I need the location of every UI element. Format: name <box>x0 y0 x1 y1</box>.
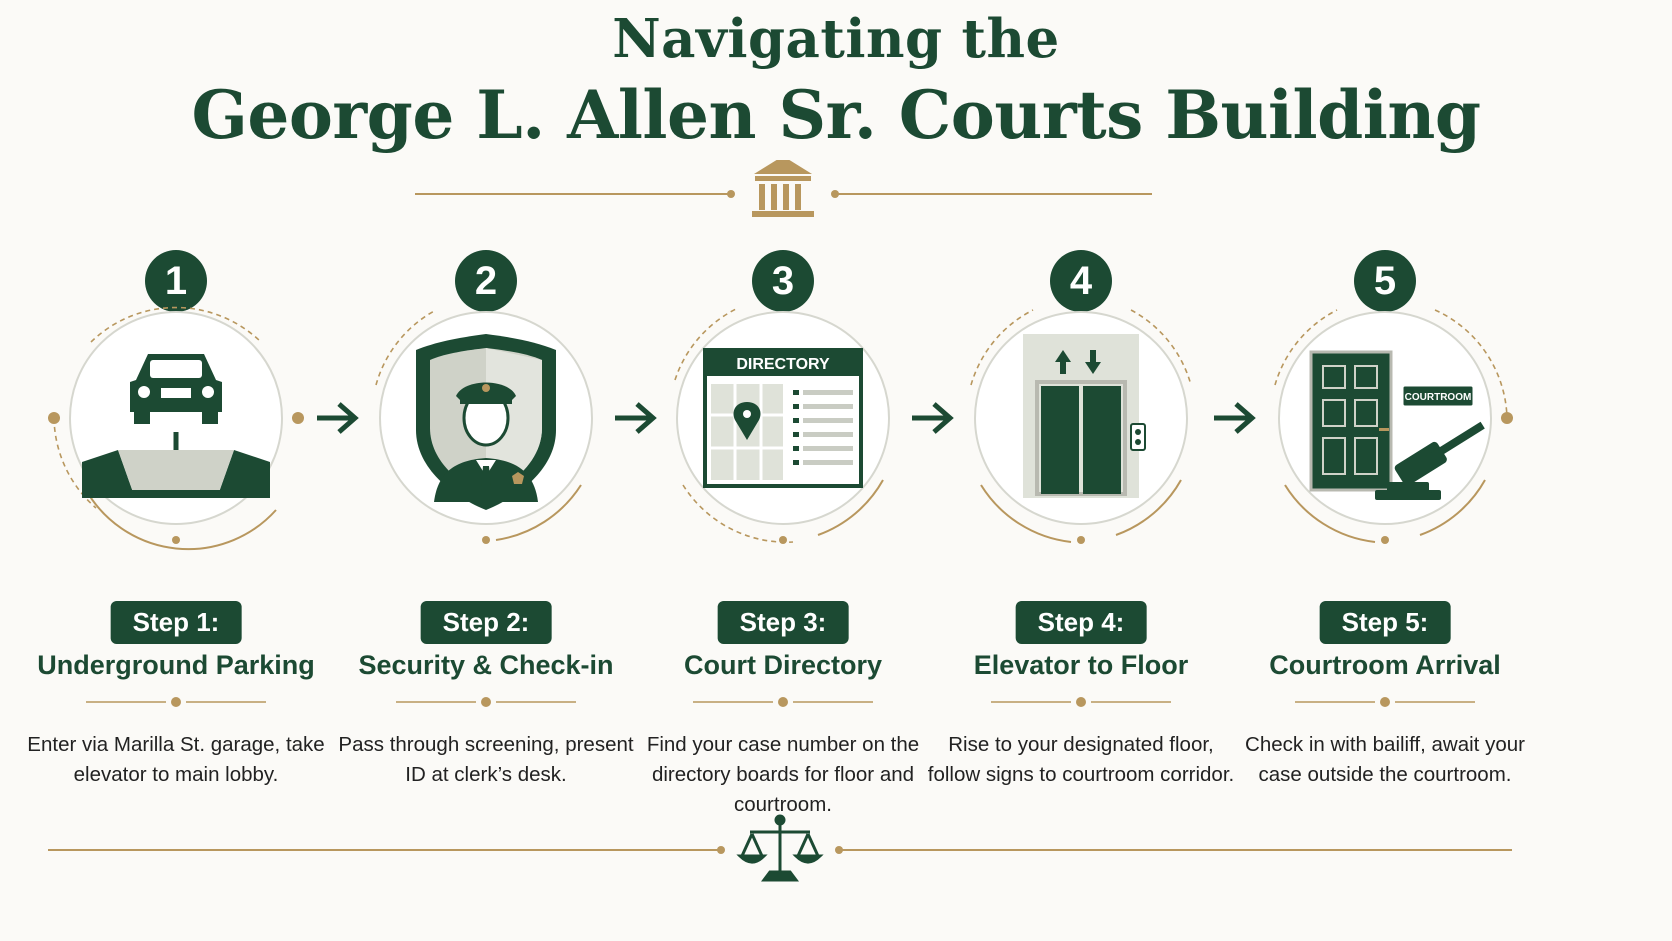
scales-of-justice-icon <box>736 814 824 882</box>
courtroom-sign-text: COURTROOM <box>1405 392 1472 403</box>
elevator-icon <box>1023 334 1146 498</box>
arrow-right-icon <box>615 402 657 434</box>
step-description: Find your case number on the directory b… <box>646 733 920 816</box>
step-number-badge: 5 <box>1354 250 1416 312</box>
step-divider <box>991 697 1171 707</box>
courthouse-icon <box>752 160 814 217</box>
courtroom-door-gavel-icon: COURTROOM <box>1309 350 1485 500</box>
step-number-badge: 2 <box>455 250 517 312</box>
directory-board-icon: DIRECTORY <box>703 348 863 488</box>
step-icon-ring <box>48 306 304 551</box>
arrow-right-icon <box>912 402 954 434</box>
step-label: Step 4: <box>1015 601 1147 644</box>
step-divider <box>1295 697 1475 707</box>
step-number-badge: 4 <box>1050 250 1112 312</box>
step-title: Elevator to Floor <box>973 650 1189 680</box>
footer-divider <box>48 814 1512 882</box>
step-number-badge: 3 <box>752 250 814 312</box>
step-icon-ring <box>970 309 1192 544</box>
step-label: Step 3: <box>717 601 849 644</box>
step-description: Pass through screening, present ID at cl… <box>338 733 634 786</box>
directory-sign-text: DIRECTORY <box>736 356 830 373</box>
step-description: Rise to your designated floor, follow si… <box>927 733 1235 786</box>
step-icon-ring <box>375 309 593 544</box>
step-title: Underground Parking <box>37 650 315 680</box>
step-label: Step 1: <box>110 601 242 644</box>
arrow-right-icon <box>1214 402 1256 434</box>
step-icon-ring: DIRECTORY <box>674 307 890 544</box>
step-title: Court Directory <box>683 650 883 680</box>
header-divider <box>415 160 1152 217</box>
step-divider <box>396 697 576 707</box>
step-title: Security & Check-in <box>358 650 614 680</box>
step-description: Check in with bailiff, await your case o… <box>1245 733 1525 786</box>
step-divider <box>86 697 266 707</box>
title-line-1: Navigating the <box>612 8 1060 70</box>
step-number-badge: 1 <box>145 250 207 312</box>
step-label: Step 5: <box>1319 601 1451 644</box>
step-label: Step 2: <box>420 601 552 644</box>
step-description: Enter via Marilla St. garage, take eleva… <box>27 733 325 786</box>
car-parking-icon <box>82 354 270 498</box>
step-divider <box>693 697 873 707</box>
step-title: Courtroom Arrival <box>1269 650 1501 680</box>
arrow-right-icon <box>317 402 359 434</box>
step-icon-ring: COURTROOM <box>1274 309 1513 544</box>
title-line-2: George L. Allen Sr. Courts Building <box>191 76 1481 154</box>
security-officer-icon <box>416 334 556 510</box>
